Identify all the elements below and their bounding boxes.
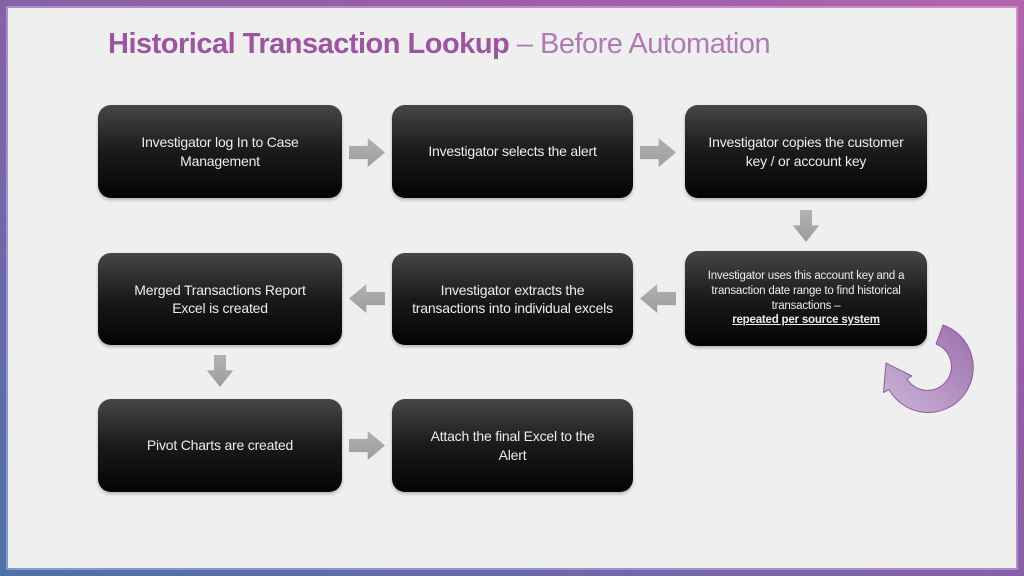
right-arrow-icon	[349, 137, 385, 168]
slide-canvas: Historical Transaction Lookup – Before A…	[8, 8, 1016, 568]
right-arrow-icon	[640, 137, 676, 168]
flow-box-attach-excel-to-alert: Attach the final Excel to the Alert	[392, 399, 633, 492]
flow-box-extract-individual-excels: Investigator extracts the transactions i…	[392, 253, 633, 345]
left-arrow-icon	[349, 283, 385, 314]
slide-title-light: – Before Automation	[509, 28, 771, 60]
slide-title-bold: Historical Transaction Lookup	[108, 28, 510, 60]
curved-return-arrow-icon	[883, 324, 974, 414]
down-arrow-icon	[206, 355, 234, 387]
flow-box-login-case-management: Investigator log In to Case Management	[98, 105, 342, 198]
flow-box-copies-keys: Investigator copies the customer key / o…	[685, 105, 927, 198]
flow-box-find-historical-transactions: Investigator uses this account key and a…	[685, 251, 927, 346]
slide-title: Historical Transaction Lookup – Before A…	[108, 28, 771, 61]
flow-box-pivot-charts: Pivot Charts are created	[98, 399, 342, 492]
flow-box-selects-alert: Investigator selects the alert	[392, 105, 633, 198]
repeated-per-source-system-note: repeated per source system	[732, 314, 880, 327]
right-arrow-icon	[349, 430, 385, 461]
flow-box-merged-report-created: Merged Transactions Report Excel is crea…	[98, 253, 342, 345]
left-arrow-icon	[640, 283, 676, 314]
down-arrow-icon	[792, 210, 820, 242]
